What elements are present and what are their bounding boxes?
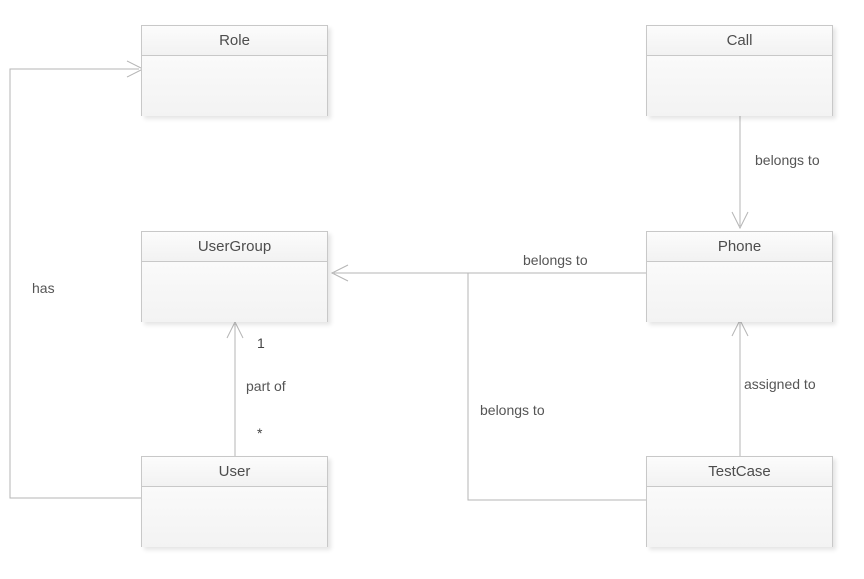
multiplicity-usergroup-end: 1: [257, 335, 265, 351]
class-title-testcase: TestCase: [647, 457, 832, 487]
class-title-role: Role: [142, 26, 327, 56]
class-body-testcase: [647, 487, 832, 547]
class-box-usergroup[interactable]: UserGroup: [141, 231, 328, 322]
multiplicity-user-end: *: [257, 425, 263, 441]
edge-label-phone-belongs-to-usergroup: belongs to: [523, 252, 588, 268]
class-body-usergroup: [142, 262, 327, 322]
class-box-user[interactable]: User: [141, 456, 328, 547]
edge-call-belongs-to-phone[interactable]: [731, 116, 749, 230]
class-body-user: [142, 487, 327, 547]
class-box-call[interactable]: Call: [646, 25, 833, 116]
class-box-role[interactable]: Role: [141, 25, 328, 116]
edge-user-has-role[interactable]: [9, 60, 145, 499]
class-body-phone: [647, 262, 832, 322]
class-body-role: [142, 56, 327, 116]
edge-label-user-part-of-usergroup: part of: [246, 378, 286, 394]
edge-label-call-belongs-to-phone: belongs to: [755, 152, 820, 168]
class-box-testcase[interactable]: TestCase: [646, 456, 833, 547]
class-title-usergroup: UserGroup: [142, 232, 327, 262]
edge-testcase-belongs-to-usergroup[interactable]: [334, 272, 646, 501]
class-title-phone: Phone: [647, 232, 832, 262]
edge-label-testcase-belongs-to-usergroup: belongs to: [480, 402, 545, 418]
edge-label-testcase-assigned-to-phone: assigned to: [744, 376, 816, 392]
edge-user-part-of-usergroup[interactable]: [226, 320, 244, 456]
class-title-user: User: [142, 457, 327, 487]
class-title-call: Call: [647, 26, 832, 56]
class-box-phone[interactable]: Phone: [646, 231, 833, 322]
class-body-call: [647, 56, 832, 116]
edge-label-user-has-role: has: [32, 280, 55, 296]
